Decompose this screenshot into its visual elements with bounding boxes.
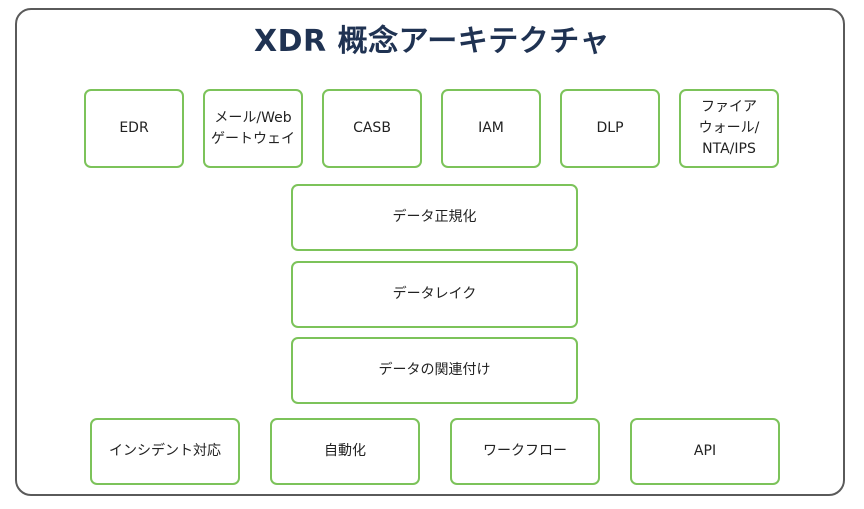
source-box-mail-web-gateway: メール/Web ゲートウェイ bbox=[203, 89, 303, 168]
core-label: データの関連付け bbox=[378, 362, 491, 378]
output-label: インシデント対応 bbox=[109, 443, 221, 459]
output-box-incident-response: インシデント対応 bbox=[90, 418, 240, 485]
core-box-data-normalization: データ正規化 bbox=[291, 184, 578, 251]
core-label: データ正規化 bbox=[392, 209, 477, 225]
source-box-iam: IAM bbox=[441, 89, 541, 168]
source-label: メール/Web ゲートウェイ bbox=[211, 109, 295, 147]
diagram-title: XDR 概念アーキテクチャ bbox=[254, 24, 610, 59]
core-box-data-correlation: データの関連付け bbox=[291, 337, 578, 404]
source-label: ファイア ウォール/ NTA/IPS bbox=[698, 99, 760, 157]
output-label: API bbox=[693, 443, 717, 459]
source-label: IAM bbox=[478, 120, 504, 136]
source-box-edr: EDR bbox=[84, 89, 184, 168]
output-label: ワークフロー bbox=[483, 443, 567, 459]
source-box-dlp: DLP bbox=[560, 89, 660, 168]
output-box-automation: 自動化 bbox=[270, 418, 420, 485]
core-box-data-lake: データレイク bbox=[291, 261, 578, 328]
core-label: データレイク bbox=[392, 286, 477, 302]
output-label: 自動化 bbox=[324, 443, 366, 459]
output-box-workflow: ワークフロー bbox=[450, 418, 600, 485]
source-label: EDR bbox=[119, 120, 149, 136]
source-box-firewall-nta-ips: ファイア ウォール/ NTA/IPS bbox=[679, 89, 779, 168]
source-label: DLP bbox=[596, 120, 624, 136]
output-box-api: API bbox=[630, 418, 780, 485]
source-label: CASB bbox=[353, 120, 391, 136]
source-box-casb: CASB bbox=[322, 89, 422, 168]
